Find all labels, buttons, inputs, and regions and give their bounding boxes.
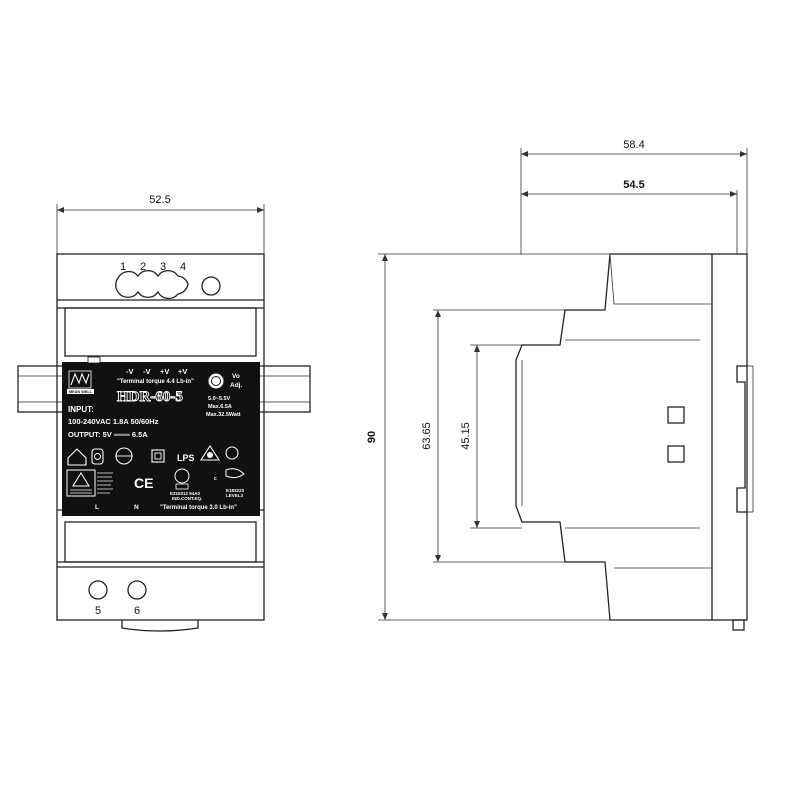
side-latch-bottom [667, 445, 685, 463]
dim-height-mid: 63.65 [421, 422, 433, 450]
dim-depth-body: 54.5 [623, 179, 644, 191]
voltage-range: 5.0~5.5V [208, 396, 231, 402]
ce-mark: CE [134, 475, 153, 491]
dim-height-inner: 45.15 [460, 422, 472, 450]
input-spec: 100-240VAC 1.8A 50/60Hz [68, 417, 159, 426]
pin-label: +V [160, 367, 169, 376]
double-insulation-icon [151, 449, 165, 463]
bottom-clip [732, 619, 745, 631]
din-clip-profile [736, 365, 747, 513]
output-spec: OUTPUT: 5V ═══ 6.5A [68, 430, 148, 439]
front-body [56, 253, 265, 621]
terminal-number-6: 6 [134, 605, 140, 617]
rcm-icon [199, 444, 221, 461]
dim-depth-total: 58.4 [623, 139, 644, 151]
ul-recognized-icon [225, 468, 245, 479]
top-terminal-block [115, 270, 189, 300]
vo-adjust-knob [212, 377, 220, 385]
level-cert-line1: E183223 [226, 488, 245, 493]
max-watt: Max.32.5Watt [206, 412, 241, 418]
terminal-hole [201, 276, 221, 296]
class2-icon [91, 448, 104, 465]
terminal-number-3: 3 [160, 261, 166, 273]
front-view: 1 2 3 4 5 6 -V -V +V +V "Terminal torque… [17, 194, 311, 632]
input-title: INPUT: [68, 405, 94, 414]
terminal-hole-6 [127, 580, 147, 600]
dim-width: 52.5 [149, 194, 170, 206]
level-cert-line2: LEVEL3 [226, 493, 244, 498]
vo-label: Vo [232, 373, 240, 380]
terminal-label-l: L [95, 504, 99, 511]
indoor-use-icon [67, 448, 87, 466]
max-current: Max.6.5A [208, 404, 232, 410]
ul-cert-line1: E215312 94A0 [170, 491, 201, 496]
brand-name: MEAN WELL [69, 390, 93, 394]
pin-label: +V [178, 367, 187, 376]
ccc-icon [225, 446, 239, 460]
pin-label: -V [143, 367, 151, 376]
pin-label: -V [126, 367, 134, 376]
model-name: HDR-60-5 [117, 389, 183, 405]
torque-bottom-text: "Terminal torque 3.0 Lb-in" [160, 505, 237, 511]
side-latch-top [667, 406, 685, 424]
ul-listed-icon [174, 468, 190, 484]
side-profile [515, 253, 712, 621]
dim-height: 90 [366, 431, 378, 443]
terminal-number-5: 5 [95, 605, 101, 617]
terminal-number-2: 2 [140, 261, 146, 273]
certification-icons: LPS [67, 444, 239, 466]
terminal-number-4: 4 [180, 261, 186, 273]
warning-box [66, 469, 96, 497]
c-mark: c [214, 476, 217, 482]
lps-mark: LPS [177, 453, 195, 463]
terminal-hole-5 [88, 580, 108, 600]
terminal-number-1: 1 [120, 261, 126, 273]
adj-label: Adj. [230, 382, 242, 389]
torque-top-text: "Terminal torque 4.4 Lb-in" [117, 379, 194, 385]
ul-cert-line2: IND.CONT.EQ. [172, 496, 202, 501]
back-plate [711, 253, 748, 621]
terminal-label-n: N [134, 504, 139, 511]
side-view: 58.4 54.5 90 63.65 45.15 [366, 139, 754, 631]
